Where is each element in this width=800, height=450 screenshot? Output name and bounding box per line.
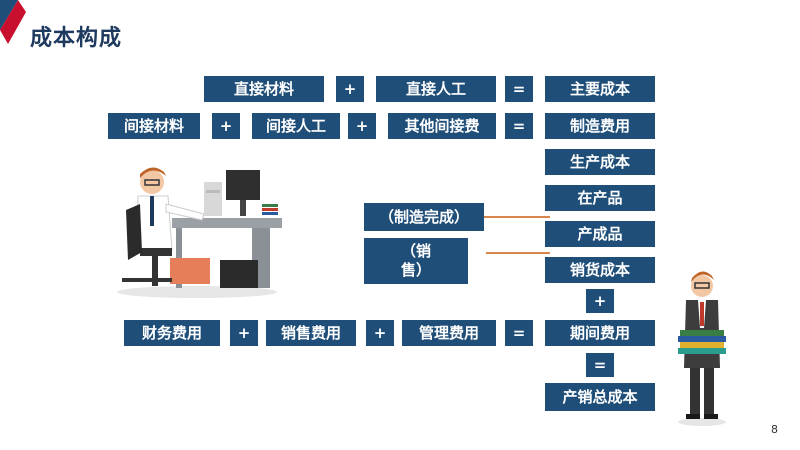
box-prime-cost: 主要成本 [545,76,655,102]
box-indirect-labor: 间接人工 [252,113,340,139]
box-selling-expenses: 销售费用 [266,320,356,346]
box-manufacturing-overhead: 制造费用 [545,113,655,139]
plus-operator: + [212,113,240,139]
box-financial-expenses: 财务费用 [124,320,220,346]
plus-operator: + [586,289,614,313]
plus-operator: + [348,113,376,139]
box-total-cost: 产销总成本 [545,383,655,411]
corner-decoration [0,0,26,44]
box-finished-goods: 产成品 [545,221,655,247]
box-period-expenses: 期间费用 [545,320,655,346]
plus-operator: + [336,76,364,102]
plus-operator: + [366,320,394,346]
box-work-in-process: 在产品 [545,185,655,211]
equals-operator: = [505,76,533,102]
page-number: 8 [771,423,778,436]
label-manufacture-complete: （制造完成） [364,203,484,231]
businessman-with-books-illustration [678,271,726,426]
connector-line [484,216,550,218]
page-title: 成本构成 [30,26,123,51]
box-production-cost: 生产成本 [545,149,655,175]
plus-operator: + [230,320,258,346]
box-indirect-material: 间接材料 [108,113,200,139]
office-worker-illustration [117,167,282,298]
box-direct-labor: 直接人工 [376,76,496,102]
box-cost-of-goods-sold: 销货成本 [545,257,655,283]
box-admin-expenses: 管理费用 [402,320,496,346]
equals-operator: = [505,113,533,139]
box-direct-material: 直接材料 [204,76,324,102]
equals-operator: = [505,320,533,346]
box-other-indirect: 其他间接费 [388,113,496,139]
equals-operator: = [586,353,614,377]
connector-line [486,252,550,254]
label-sold: （销售） [364,238,468,284]
